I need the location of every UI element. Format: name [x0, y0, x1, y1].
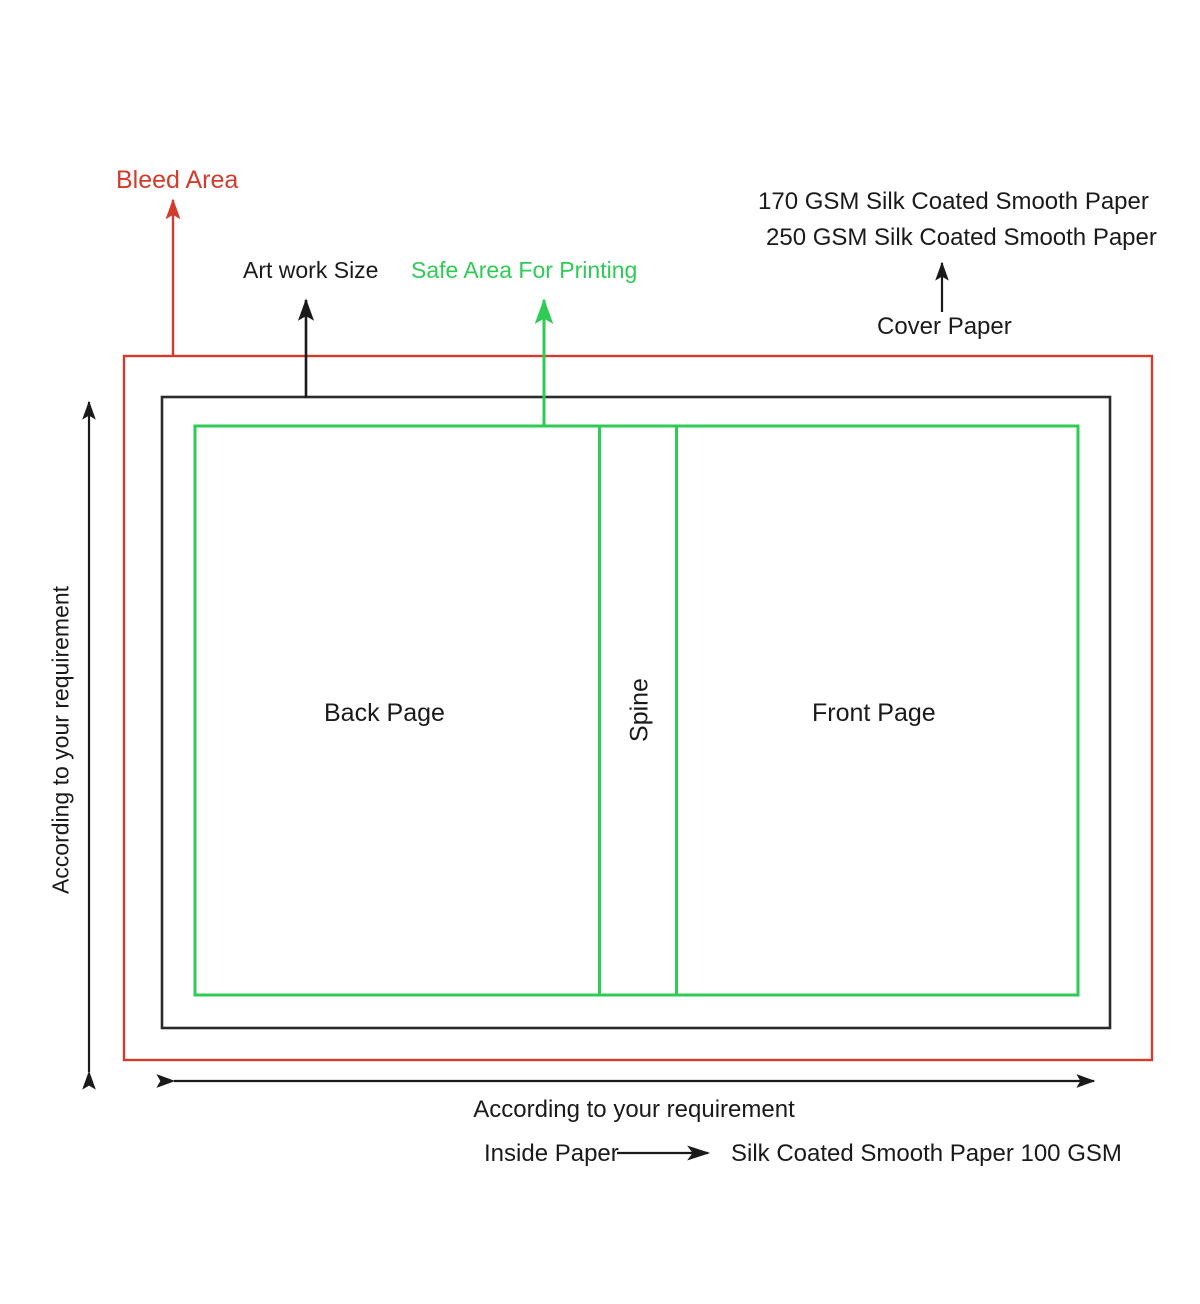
cover-paper-option-170gsm-label: 170 GSM Silk Coated Smooth Paper — [758, 188, 1149, 215]
cover-paper-option-250gsm-label: 250 GSM Silk Coated Smooth Paper — [766, 224, 1157, 251]
width-dimension-label: According to your requirement — [473, 1096, 795, 1123]
spine-label: Spine — [625, 678, 654, 742]
front-page-label: Front Page — [812, 699, 936, 727]
artwork-size-label: Art work Size — [243, 257, 379, 283]
bleed-area-label: Bleed Area — [116, 166, 239, 194]
height-dimension-label: According to your requirement — [47, 585, 74, 895]
back-page-label: Back Page — [324, 699, 445, 727]
safe-area-label: Safe Area For Printing — [411, 257, 638, 283]
inside-paper-label: Inside Paper — [484, 1140, 619, 1167]
cover-paper-label: Cover Paper — [877, 313, 1012, 340]
inside-paper-value-label: Silk Coated Smooth Paper 100 GSM — [731, 1140, 1122, 1167]
